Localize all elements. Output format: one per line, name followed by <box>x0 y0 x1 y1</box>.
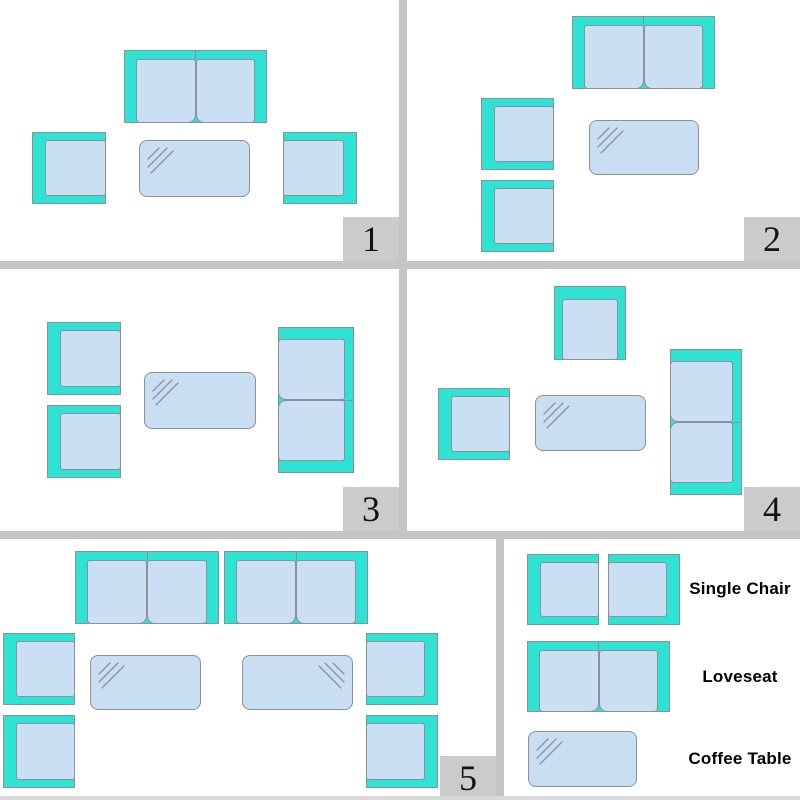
loveseat-cushion <box>87 560 147 624</box>
single-chair <box>3 633 75 705</box>
single-chair <box>527 554 599 625</box>
glass-reflection-icon <box>536 738 563 765</box>
single-chair <box>481 180 554 252</box>
chair-cushion <box>16 641 75 697</box>
loveseat <box>278 327 354 473</box>
single-chair <box>554 286 626 360</box>
layout-panel-5: 5 <box>0 539 496 800</box>
loveseat-split-line <box>643 17 644 26</box>
single-chair <box>47 405 121 478</box>
chair-cushion <box>60 413 121 470</box>
single-chair <box>366 715 438 788</box>
glass-reflection-icon <box>147 147 174 174</box>
chair-cushion <box>562 299 618 360</box>
coffee-table <box>139 140 250 197</box>
panel-divider-vertical <box>399 269 407 531</box>
page-bottom-edge <box>0 796 800 800</box>
panel-divider-horizontal <box>0 531 800 539</box>
loveseat-cushion <box>236 560 296 624</box>
coffee-table <box>535 395 646 451</box>
single-chair <box>481 98 554 170</box>
chair-cushion <box>451 396 510 452</box>
chair-cushion <box>494 106 554 162</box>
glass-reflection-icon <box>597 127 624 154</box>
loveseat <box>572 16 715 89</box>
legend-label-single-chair: Single Chair <box>689 579 791 598</box>
legend-panel: Single Chair Loveseat Coffee Table <box>504 539 800 800</box>
loveseat <box>527 641 670 712</box>
loveseat-cushion <box>278 400 345 461</box>
glass-reflection-icon <box>98 662 125 689</box>
loveseat-cushion <box>296 560 356 624</box>
loveseat-cushion <box>670 361 733 422</box>
single-chair <box>438 388 510 460</box>
panel-number: 2 <box>763 219 781 259</box>
coffee-table <box>589 120 699 175</box>
loveseat-split-line <box>343 399 353 401</box>
loveseat-split-line <box>295 552 297 561</box>
loveseat <box>670 349 742 495</box>
panel-number-badge: 3 <box>343 487 399 531</box>
chair-cushion <box>540 562 599 617</box>
glass-reflection-icon <box>318 662 345 689</box>
loveseat <box>124 50 267 123</box>
loveseat-cushion <box>539 650 599 712</box>
chair-cushion <box>366 641 425 697</box>
loveseat-split-line <box>195 51 196 60</box>
coffee-table <box>528 731 637 787</box>
panel-number-badge: 4 <box>744 487 800 531</box>
chair-cushion <box>608 562 667 617</box>
panel-divider-vertical <box>399 0 407 269</box>
panel-number: 1 <box>362 219 380 259</box>
loveseat-cushion <box>147 560 207 624</box>
legend-label-coffee-table: Coffee Table <box>688 749 792 768</box>
loveseat-cushion <box>598 650 658 712</box>
chair-cushion <box>16 723 75 780</box>
single-chair <box>283 132 357 204</box>
panel-number: 5 <box>459 758 477 798</box>
panel-divider-vertical <box>496 539 504 800</box>
layout-panel-1: 1 <box>0 0 399 261</box>
glass-reflection-icon <box>152 379 179 406</box>
glass-reflection-icon <box>543 402 570 429</box>
loveseat-cushion <box>584 25 644 89</box>
panel-number-badge: 5 <box>440 756 496 800</box>
loveseat-cushion <box>136 59 196 123</box>
panel-divider-horizontal <box>0 261 800 269</box>
chair-cushion <box>366 723 425 780</box>
panel-number-badge: 1 <box>343 217 399 261</box>
loveseat <box>224 551 368 624</box>
loveseat <box>75 551 219 624</box>
layout-panel-3: 3 <box>0 269 399 531</box>
chair-cushion <box>283 140 344 196</box>
single-chair <box>32 132 106 204</box>
chair-cushion <box>494 188 554 244</box>
loveseat-cushion <box>278 339 345 400</box>
loveseat-split-line <box>146 552 148 561</box>
layout-panel-4: 4 <box>407 269 800 531</box>
legend-label-loveseat: Loveseat <box>702 667 778 686</box>
layout-panel-2: 2 <box>407 0 800 261</box>
coffee-table <box>242 655 353 710</box>
loveseat-cushion <box>643 25 703 89</box>
loveseat-cushion <box>670 422 733 483</box>
chair-cushion <box>45 140 106 196</box>
chair-cushion <box>60 330 121 387</box>
panel-number-badge: 2 <box>744 217 800 261</box>
panel-number: 3 <box>362 489 380 529</box>
loveseat-split-line <box>731 421 741 423</box>
loveseat-cushion <box>195 59 255 123</box>
panel-number: 4 <box>763 489 781 529</box>
single-chair <box>47 322 121 395</box>
single-chair <box>608 554 680 625</box>
loveseat-split-line <box>598 642 599 651</box>
single-chair <box>3 715 75 788</box>
single-chair <box>366 633 438 705</box>
coffee-table <box>144 372 256 429</box>
coffee-table <box>90 655 201 710</box>
